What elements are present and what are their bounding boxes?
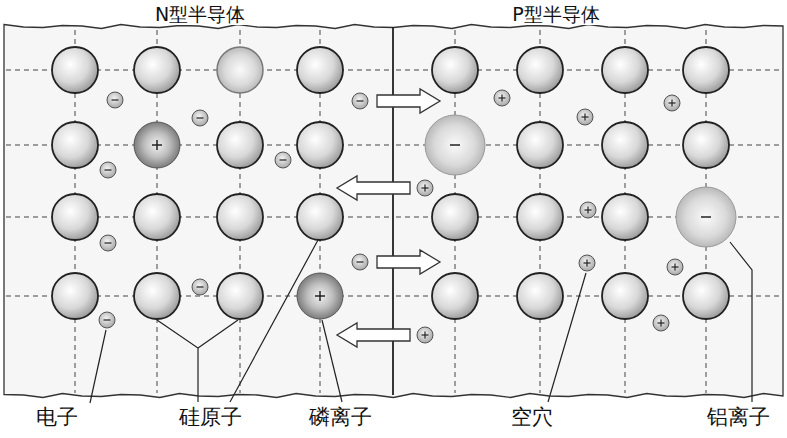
sign-stroke (450, 144, 460, 146)
sign-stroke (586, 260, 587, 267)
silicon-atom (602, 47, 648, 93)
sign-stroke (424, 332, 425, 339)
silicon-atom (432, 47, 478, 93)
silicon-atom (217, 194, 263, 240)
leader-line (157, 320, 198, 402)
silicon-atom (297, 122, 343, 168)
silicon-atom (683, 47, 729, 93)
silicon-atom (683, 122, 729, 168)
electron (99, 312, 115, 328)
hole (653, 315, 669, 331)
electron (100, 235, 116, 251)
electron (352, 254, 368, 270)
silicon-atom (432, 194, 478, 240)
sign-stroke (104, 319, 111, 320)
sign-stroke (357, 100, 364, 101)
sign-stroke (674, 264, 675, 271)
silicon-atom (517, 122, 563, 168)
crystal-panel (4, 25, 783, 398)
silicon-atom (52, 194, 98, 240)
hole (417, 180, 433, 196)
sign-stroke (156, 140, 158, 150)
silicon-atom (217, 122, 263, 168)
silicon-atom (217, 273, 263, 319)
hole (664, 95, 680, 111)
silicon-atom (52, 273, 98, 319)
silicon-atom (602, 194, 648, 240)
leader-line (730, 242, 752, 402)
part-label: 铝离子 (707, 406, 770, 429)
sign-stroke (701, 216, 711, 218)
phosphorus-ion (134, 122, 180, 168)
silicon-atom (297, 194, 343, 240)
electron (100, 162, 116, 178)
sign-stroke (584, 114, 585, 121)
sign-stroke (587, 207, 588, 214)
silicon-atom (683, 273, 729, 319)
silicon-atom (602, 273, 648, 319)
sign-stroke (112, 99, 119, 100)
silicon-atom (517, 194, 563, 240)
aluminium-ion (425, 115, 485, 175)
part-label: 空穴 (511, 406, 553, 429)
sign-stroke (671, 100, 672, 107)
sign-stroke (660, 320, 661, 327)
silicon-atom (602, 122, 648, 168)
silicon-atom (297, 47, 343, 93)
silicon-atom (134, 47, 180, 93)
part-label: 磷离子 (309, 406, 372, 429)
sign-stroke (319, 291, 321, 301)
part-label: 电子 (36, 406, 78, 429)
drift-arrow (377, 250, 440, 274)
leader-line (322, 320, 342, 402)
sign-stroke (197, 117, 204, 118)
electron (275, 152, 291, 168)
leader-line (548, 273, 586, 402)
region-heading: N型半导体 (152, 4, 248, 25)
electron (352, 93, 368, 109)
sign-stroke (280, 159, 287, 160)
hole (580, 202, 596, 218)
leader-line (90, 330, 106, 403)
silicon-atom (217, 47, 263, 93)
silicon-atom (134, 273, 180, 319)
hole (417, 327, 433, 343)
aluminium-ion (676, 187, 736, 247)
silicon-atom (134, 194, 180, 240)
drift-arrow (337, 323, 410, 347)
region-heading: P型半导体 (509, 4, 602, 25)
silicon-atom (517, 47, 563, 93)
electron (107, 92, 123, 108)
hole (494, 90, 510, 106)
part-label: 硅原子 (179, 406, 242, 429)
sign-stroke (105, 169, 112, 170)
drift-arrow (337, 176, 410, 200)
silicon-atom (52, 122, 98, 168)
sign-stroke (105, 242, 112, 243)
silicon-atom (52, 47, 98, 93)
leader-line (230, 240, 318, 402)
leader-line (198, 320, 238, 348)
sign-stroke (501, 95, 502, 102)
sign-stroke (357, 261, 364, 262)
phosphorus-ion (297, 273, 343, 319)
silicon-atom (432, 273, 478, 319)
electron (192, 279, 208, 295)
hole (577, 109, 593, 125)
drift-arrow (377, 89, 440, 113)
electron (192, 110, 208, 126)
sign-stroke (197, 286, 204, 287)
hole (579, 255, 595, 271)
silicon-atom (517, 273, 563, 319)
sign-stroke (424, 185, 425, 192)
hole (667, 259, 683, 275)
